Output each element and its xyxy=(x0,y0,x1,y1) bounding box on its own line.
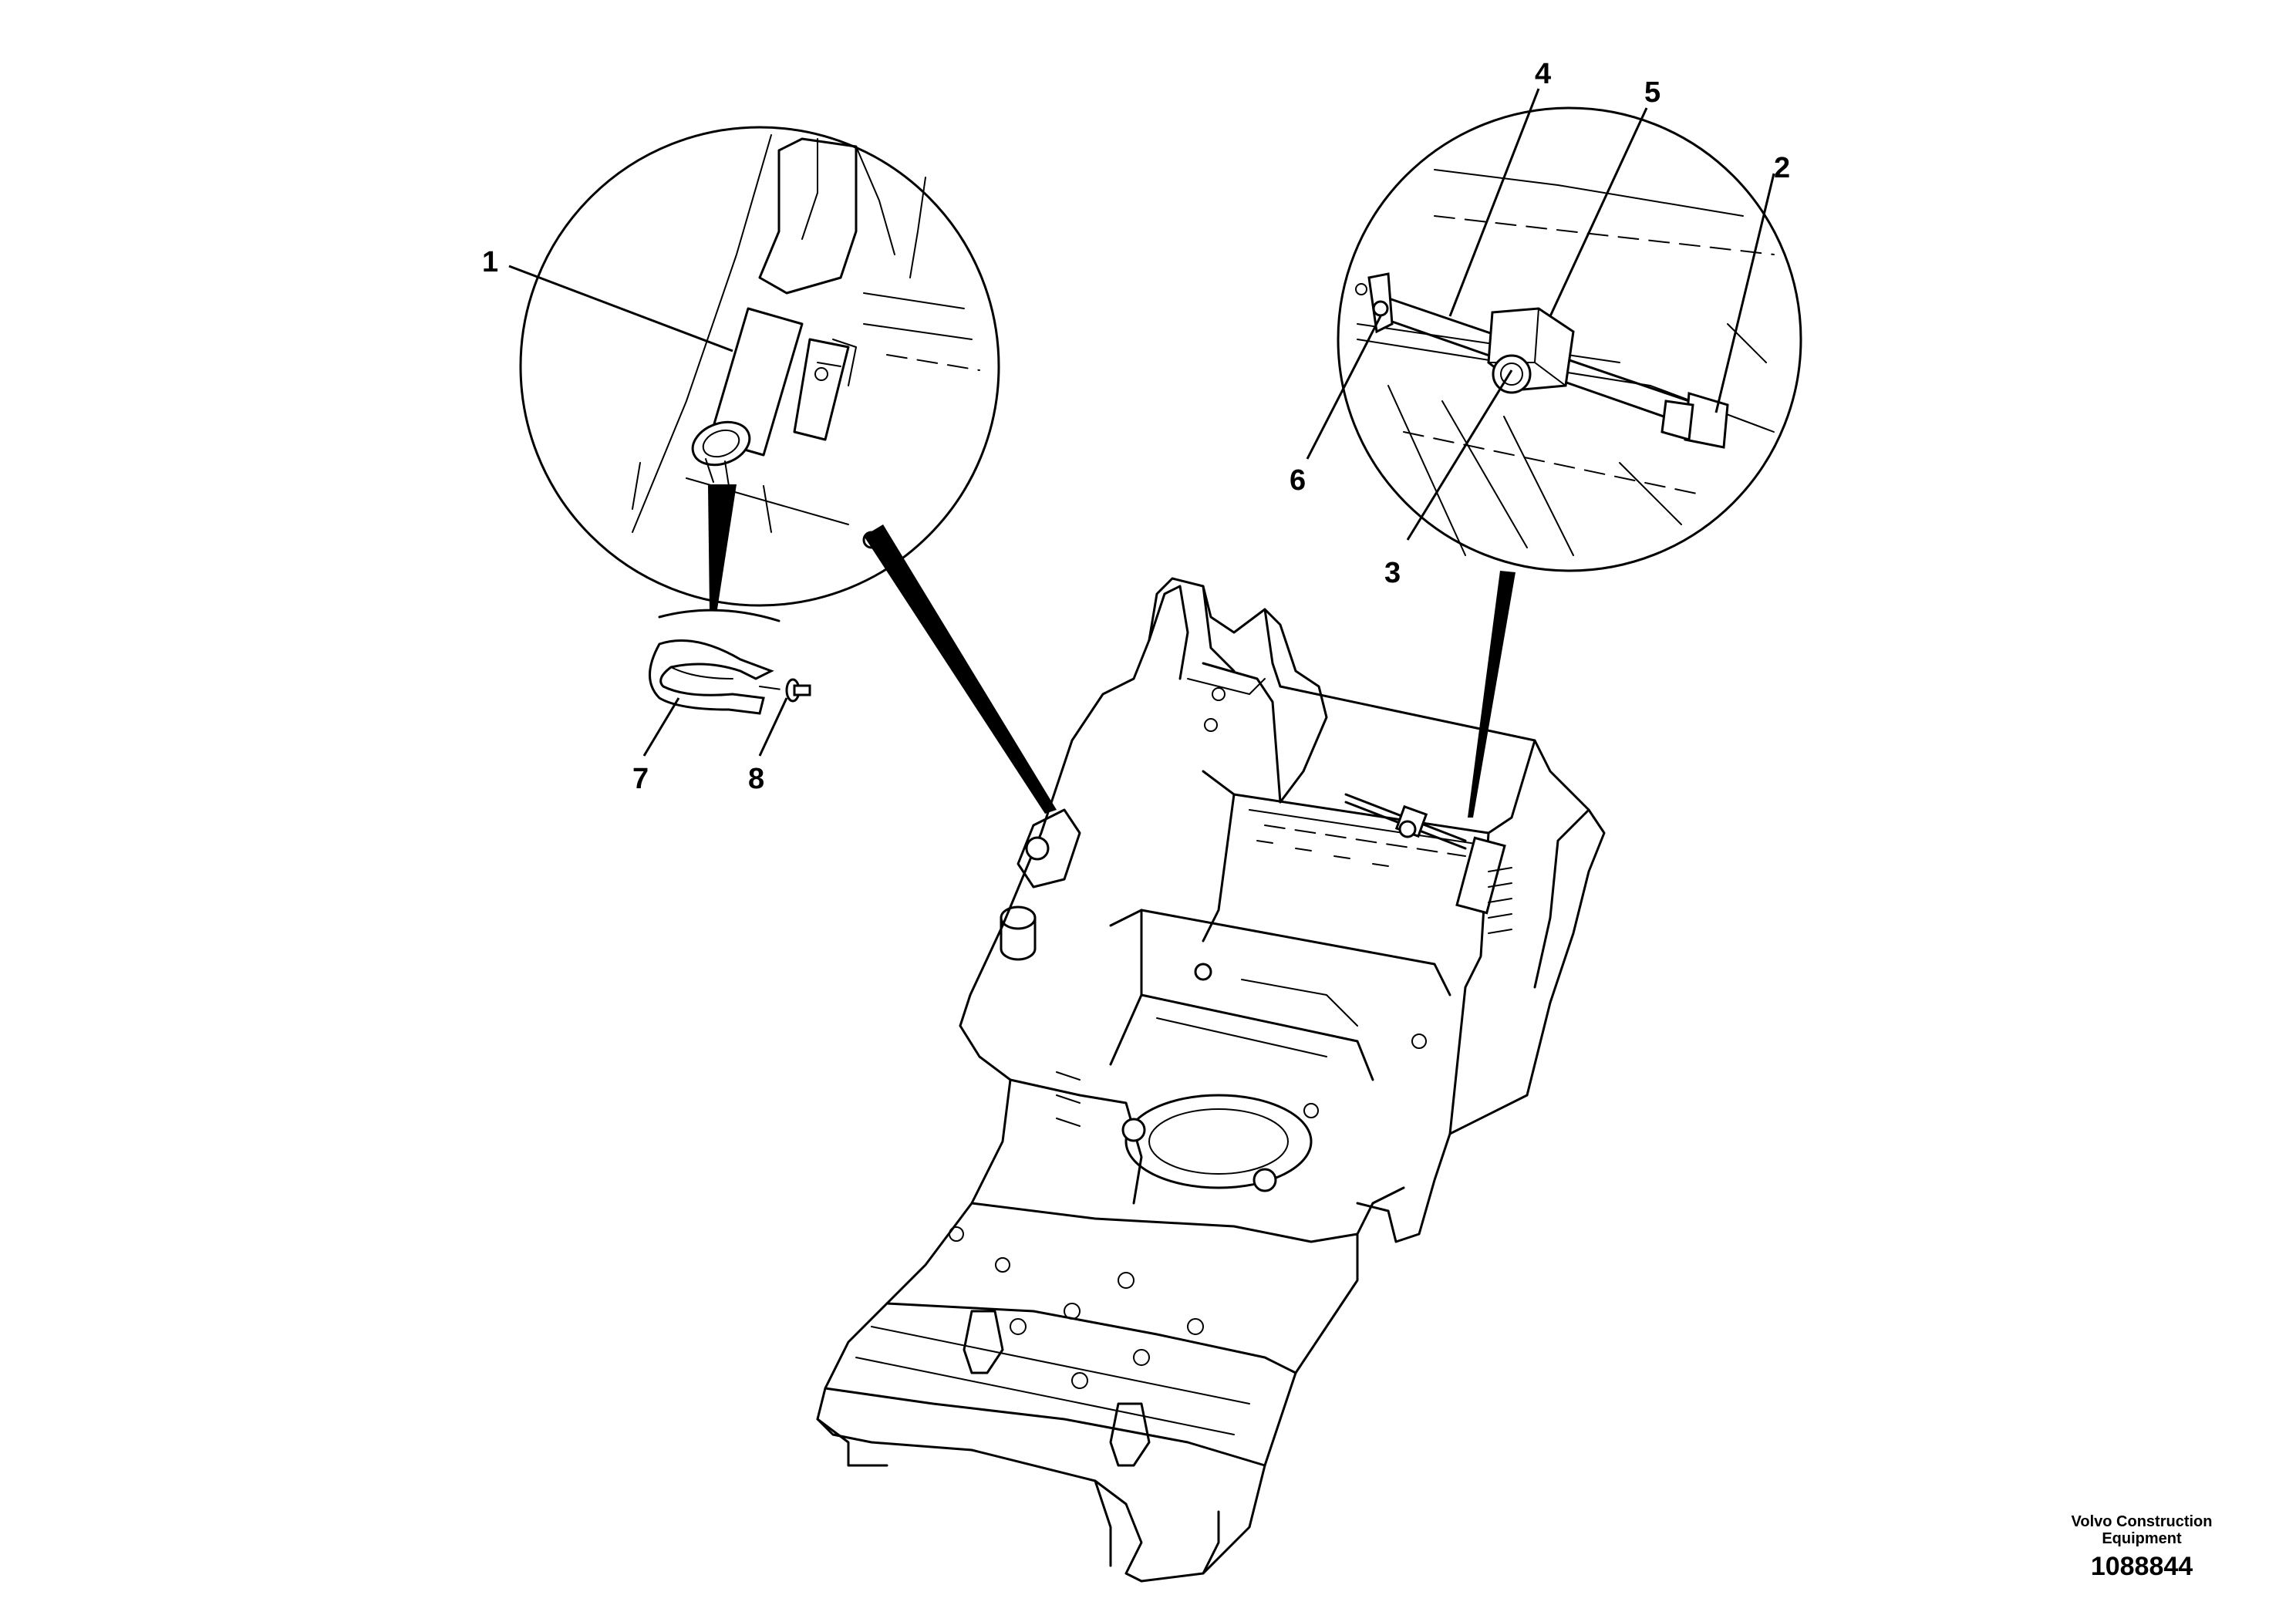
document-number: 1088844 xyxy=(2090,1552,2193,1581)
detail-circle-right xyxy=(1337,106,1802,818)
callout-labels: 1 2 3 4 5 6 7 8 xyxy=(482,58,1790,795)
pin-part-8 xyxy=(759,678,811,703)
company-name-line1: Volvo Construction xyxy=(2071,1513,2213,1530)
callout-3: 3 xyxy=(1384,557,1401,589)
clip-part-7 xyxy=(649,639,774,715)
callout-4: 4 xyxy=(1535,58,1551,90)
callout-5: 5 xyxy=(1644,76,1660,109)
callout-8: 8 xyxy=(748,763,764,795)
callout-2: 2 xyxy=(1774,152,1790,184)
publisher-footer: Volvo Construction Equipment 1088844 xyxy=(2041,1513,2242,1582)
machine-frame xyxy=(816,577,1606,1583)
company-name-line2: Equipment xyxy=(2102,1530,2182,1547)
callout-7: 7 xyxy=(632,763,649,795)
callout-1: 1 xyxy=(482,246,498,278)
leader-lines xyxy=(508,88,1775,757)
zoom-connector-left xyxy=(864,524,1057,814)
callout-6: 6 xyxy=(1290,464,1306,497)
detail-circle-left xyxy=(519,126,1000,622)
